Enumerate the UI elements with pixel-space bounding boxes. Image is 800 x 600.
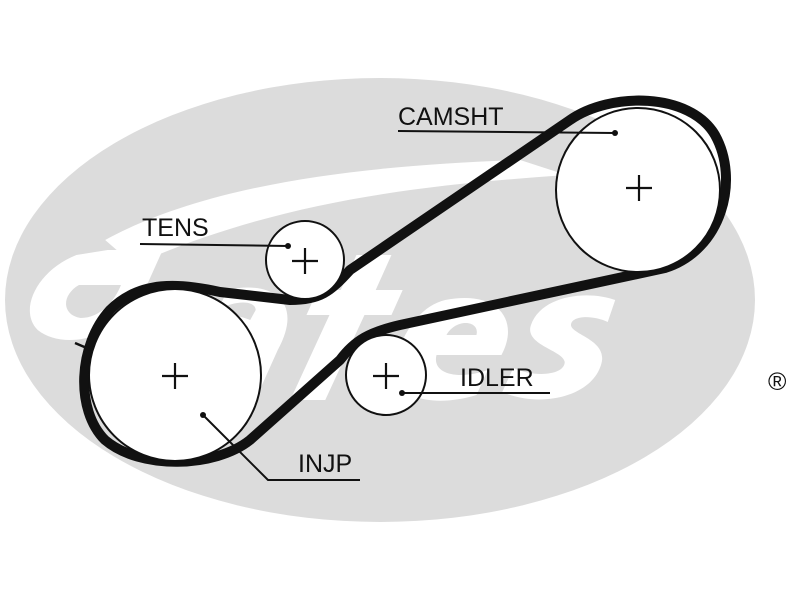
watermark-letter-g [29,250,163,340]
camshaft-leader-line [397,130,616,134]
tensioner-leader-line [139,243,289,247]
injection-pump-label: INJP [298,450,352,478]
injection-pump-pulley [88,288,262,462]
camshaft-pulley [555,107,721,273]
camshaft-label: CAMSHT [398,103,504,131]
timing-belt [79,95,731,467]
idler-pulley [345,334,427,416]
tensioner-pulley [265,220,345,300]
watermark-letter-s [502,295,616,400]
injection-pump-leader-line [202,414,360,481]
registered-mark: ® [768,368,787,396]
idler-label: IDLER [460,364,534,392]
tensioner-label: TENS [142,214,209,242]
